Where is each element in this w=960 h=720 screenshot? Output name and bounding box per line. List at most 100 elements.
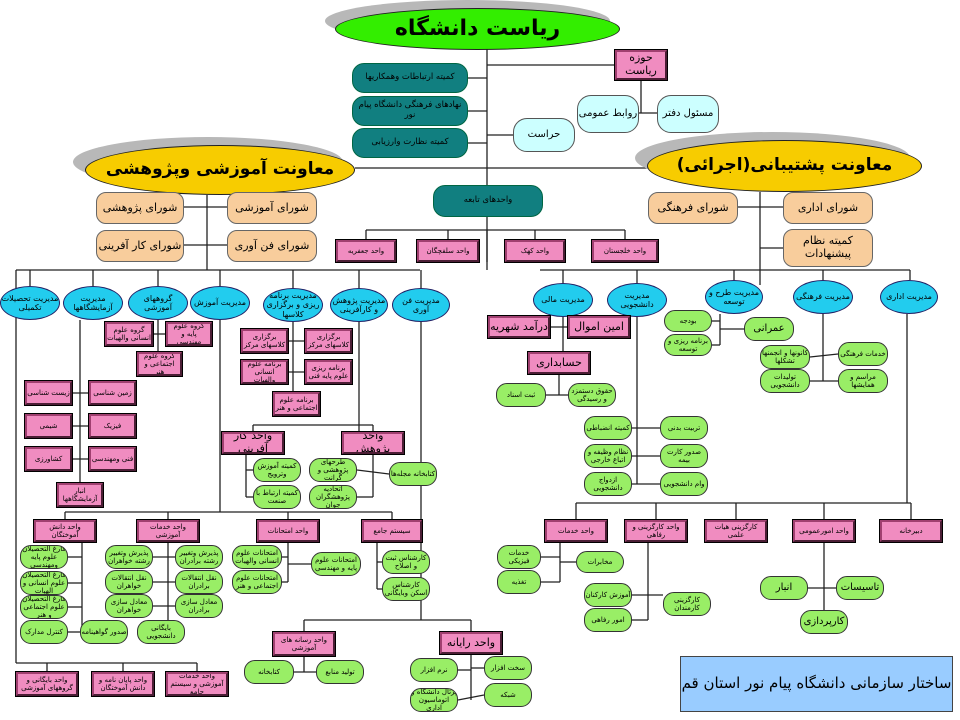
node-unit-media[interactable]: واحد رسانه های آموزشی	[272, 631, 336, 657]
node-mgr-planning[interactable]: مدیریت برنامه ریزی و برگزاری کلاسها	[263, 288, 323, 322]
node-unit-exams[interactable]: واحد امتحانات	[256, 519, 320, 543]
node-welfare: امور رفاهی	[584, 608, 632, 632]
node-grp-social: گروه علوم اجتماعی و هنر	[136, 351, 183, 377]
node-procurement: کارپردازی	[800, 610, 848, 634]
connector-line	[809, 353, 839, 358]
node-council-research[interactable]: شورای پژوهشی	[96, 192, 184, 224]
node-president[interactable]: ریاست دانشگاه	[335, 8, 620, 50]
node-faculty-personnel: کارگزینی هیات علمی	[704, 519, 768, 543]
node-com-relations[interactable]: کمیته ارتباطات وهمکاریها	[352, 63, 468, 93]
node-military-foreign: نظام وظیفه و اتباع خارجی	[584, 444, 632, 468]
node-ceremonies: مراسم و همایشها	[838, 369, 888, 393]
node-council-education[interactable]: شورای آموزشی	[227, 192, 317, 224]
node-budget: بودجه	[664, 310, 712, 332]
node-food: تغذیه	[497, 570, 541, 594]
node-mgr-admin[interactable]: مدیریت اداری	[880, 280, 938, 314]
node-student-loan: وام دانشجویی	[660, 472, 708, 496]
node-com-evaluation[interactable]: کمیته نظارت وارزیابی	[352, 128, 468, 158]
node-vp-academic[interactable]: معاونت آموزشی وپژوهشی	[85, 145, 355, 195]
node-clubs: کانونها و انجمنها تشکلها	[760, 345, 810, 369]
node-unit-general[interactable]: واحد امورعمومی	[792, 519, 856, 543]
node-unit-kahak[interactable]: واحد کهک	[504, 239, 566, 263]
node-plan-classes-1: برگزاری کلاسهای مرکز	[240, 328, 289, 354]
node-unit-alumni[interactable]: واحد دانش آموختگان	[33, 519, 97, 543]
node-unit-archive-groups[interactable]: واحد بایگانی و گروههای آموزشی	[15, 671, 79, 697]
node-unit-system[interactable]: سیستم جامع	[361, 519, 423, 543]
node-young-researchers: اتحادیه پژوهشگران جوان	[309, 485, 357, 509]
node-mgr-student[interactable]: مدیریت دانشجویی	[607, 283, 667, 317]
node-equiv-f: معادل سازی خواهران	[105, 594, 153, 618]
node-lab-engineering: فنی ومهندسی	[88, 446, 137, 472]
node-unit-thesis[interactable]: واحد پایان نامه و دانش آموختگان	[91, 671, 155, 697]
node-transfer-f: نقل انتقالات خواهران	[105, 570, 153, 594]
node-plan-science: برنامه ریزی علوم پایه فنی	[304, 359, 353, 385]
connector-line	[356, 469, 390, 475]
node-council-cultural[interactable]: شورای فرهنگی	[648, 192, 738, 224]
node-grad-humanities: فارغ التحصیلان علوم انسانی و الهیات	[20, 571, 68, 595]
node-grad-social: فارغ التحصیلان علوم اجتماعی و هنر	[20, 595, 68, 619]
node-unit-khaljestan[interactable]: واحد خلجستان	[591, 239, 659, 263]
node-unit-services[interactable]: واحد خدمات	[544, 519, 608, 543]
node-plan-humanities: برنامه علوم انسانی والهیات	[240, 359, 289, 385]
node-unit-computer[interactable]: واحد رایانه	[439, 631, 503, 655]
node-council-admin[interactable]: شورای اداری	[783, 192, 873, 224]
node-lab-physics: فیزیک	[88, 413, 137, 439]
node-facilities: تاسیسات	[836, 576, 884, 600]
node-exam-humanities: امتحانات علوم انسانی والهیات	[232, 545, 282, 569]
node-unit-entrepreneur[interactable]: واحد کار آفرینی	[221, 431, 285, 455]
node-expert-register: کارشناس ثبت و اصلاح	[382, 550, 430, 574]
node-mgr-research[interactable]: مدیریت پژوهش و کارآفرینی	[330, 288, 388, 322]
node-council-suggestions[interactable]: کمیته نظام پیشنهادات	[783, 229, 873, 267]
node-doc-control: کنترل مدارک	[20, 620, 68, 644]
node-mgr-graduate[interactable]: مدیریت تحصیلات تکمیلی	[0, 286, 60, 320]
node-equiv-m: معادل سازی برادران	[175, 594, 223, 618]
node-council-technology[interactable]: شورای فن آوری	[227, 230, 317, 262]
node-mgr-technology[interactable]: مدیریت فن آوری	[392, 288, 450, 322]
node-mgr-labs[interactable]: مدیریت آزمایشگاهها	[63, 286, 123, 320]
node-unit-research[interactable]: واحد پژوهش	[341, 431, 405, 455]
node-mgr-development[interactable]: مدیریت طرح و توسعه	[705, 280, 763, 314]
node-construction: عمرانی	[744, 317, 794, 341]
node-sub-units[interactable]: واحدهای تابعه	[433, 185, 543, 217]
node-discipline: کمیته انضباطی	[584, 416, 632, 440]
node-unit-jafarieh[interactable]: واحد جعفریه	[335, 239, 397, 263]
node-unit-edu-system[interactable]: واحد خدمات آموزشی و سیستم جامع	[165, 671, 229, 697]
node-salary: حقوق دستمزد و رسیدگی	[568, 383, 616, 407]
node-secretariat: دبیرخانه	[879, 519, 943, 543]
node-com-industry[interactable]: کمیته ارتباط با صنعت	[253, 485, 301, 509]
node-council-entrepreneur[interactable]: شورای کار آفرینی	[96, 230, 184, 262]
node-mgr-cultural[interactable]: مدیریت فرهنگی	[793, 280, 853, 314]
node-unit-personnel[interactable]: واحد کارگزینی و رفاهی	[624, 519, 688, 543]
node-staff-personnel: کارگزینی کارمندان	[663, 592, 711, 616]
node-portal: پرتال دانشگاه و اتوماسیون اداری	[410, 688, 458, 712]
chart-title: ساختار سازمانی دانشگاه پیام نور استان قم	[680, 656, 953, 712]
node-edu-groups: گروههای آموزشی	[128, 286, 188, 320]
node-plan-social: برنامه علوم اجتماعی و هنر	[272, 391, 321, 417]
node-public-relations: روابط عمومی	[577, 95, 639, 133]
node-planning-dev: برنامه ریزی و توسعه	[664, 334, 712, 356]
node-student-archive: بایگانی دانشجویی	[137, 620, 185, 644]
node-lab-biology: زیست شناسی	[24, 380, 73, 406]
node-office-manager[interactable]: مسئول دفتر	[657, 95, 719, 133]
node-office-president[interactable]: حوزه ریاست	[614, 49, 668, 81]
node-com-training[interactable]: کمیته آموزش وترویج	[253, 458, 301, 482]
node-plan-classes-2: برگزاری کلاسهای مرکز	[304, 328, 353, 354]
node-resource-production: تولید منابع	[316, 660, 364, 684]
node-documents: ثبت اسناد	[496, 383, 546, 407]
node-mgr-education[interactable]: مدیریت آموزش	[190, 286, 250, 320]
node-vp-support[interactable]: معاونت پشتیبانی(اجرائی)	[647, 140, 922, 192]
node-expert-scan: کارشناس اسکن وبایگانی	[382, 577, 430, 601]
node-staff-training: آموزش کارکنان	[584, 583, 632, 607]
node-unit-edu-services[interactable]: واحد خدمات آموزشی	[136, 519, 200, 543]
node-lab-geology: زمین شناسی	[88, 380, 137, 406]
node-cultural-services: خدمات فرهنگی	[838, 342, 888, 366]
node-library: کتابخانه	[244, 660, 294, 684]
node-unit-salafchegan[interactable]: واحد سلفچگان	[416, 239, 480, 263]
node-com-cultural[interactable]: نهادهای فرهنگی دانشگاه پیام نور	[352, 96, 468, 126]
node-lab-storage: انبار آزمایشگاهها	[56, 482, 104, 508]
node-grp-humanities: گروه علوم انسانی والهیات	[104, 321, 154, 347]
node-mgr-finance[interactable]: مدیریت مالی	[533, 283, 593, 317]
node-admission-f: پذیرش وتغییر رشته خواهران	[105, 545, 153, 569]
